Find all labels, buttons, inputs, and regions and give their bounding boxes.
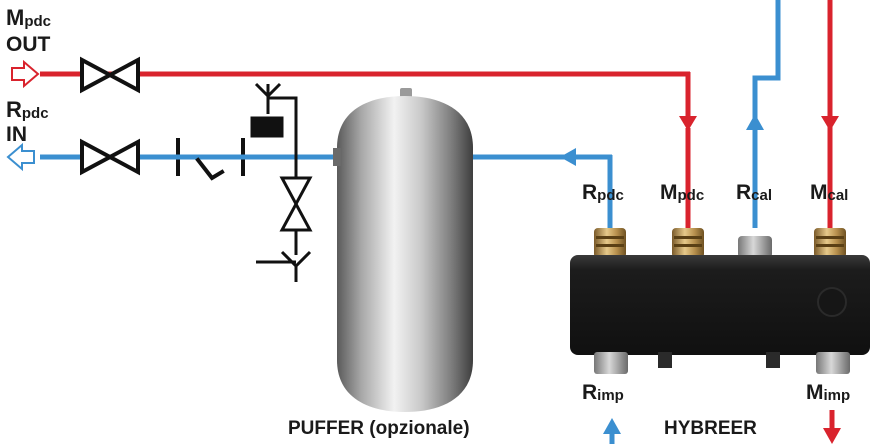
label-mpdc-out: Mpdc [6, 5, 51, 30]
label-rpdc-in-line2: IN [6, 123, 27, 146]
hybreer-manifold [570, 228, 870, 374]
supply-down-arrow-icon [679, 116, 697, 131]
rimp-up-arrow-icon [603, 418, 621, 434]
label-puffer: PUFFER (opzionale) [288, 418, 470, 439]
filter-icon [175, 138, 246, 181]
supply-pipe [40, 71, 697, 228]
fitting-mpdc [672, 228, 704, 258]
label-hybreer: HYBREER [664, 418, 757, 439]
puffer-tank [333, 88, 473, 412]
label-mpdc: Mpdc [660, 181, 704, 204]
fitting-cap-middle [738, 236, 772, 258]
rcal-up-arrow-icon [746, 114, 764, 130]
mcal-pipe [821, 0, 839, 228]
label-mimp: Mimp [806, 381, 850, 404]
label-mcal: Mcal [810, 181, 848, 204]
rimp-pipe [603, 418, 621, 444]
label-rpdc-in: Rpdc [6, 97, 49, 122]
return-left-arrow-icon [560, 148, 576, 166]
fitting-rpdc [594, 228, 626, 258]
shutoff-valve-bottom-icon [80, 138, 140, 176]
mimp-pipe [823, 410, 841, 444]
label-mpdc-out-line2: OUT [6, 33, 51, 56]
outlet-arrow-icon [11, 59, 40, 89]
mimp-down-arrow-icon [823, 428, 841, 444]
label-rimp: Rimp [582, 381, 624, 404]
mcal-down-arrow-icon [821, 116, 839, 131]
label-rpdc: Rpdc [582, 181, 624, 204]
inlet-arrow-icon [6, 142, 35, 172]
vent-block-icon [250, 116, 284, 138]
fitting-mcal [814, 228, 846, 258]
rcal-pipe [746, 0, 781, 228]
shutoff-valve-top-icon [80, 56, 140, 94]
drain-valve-icon [279, 176, 313, 232]
label-rcal: Rcal [736, 181, 772, 204]
